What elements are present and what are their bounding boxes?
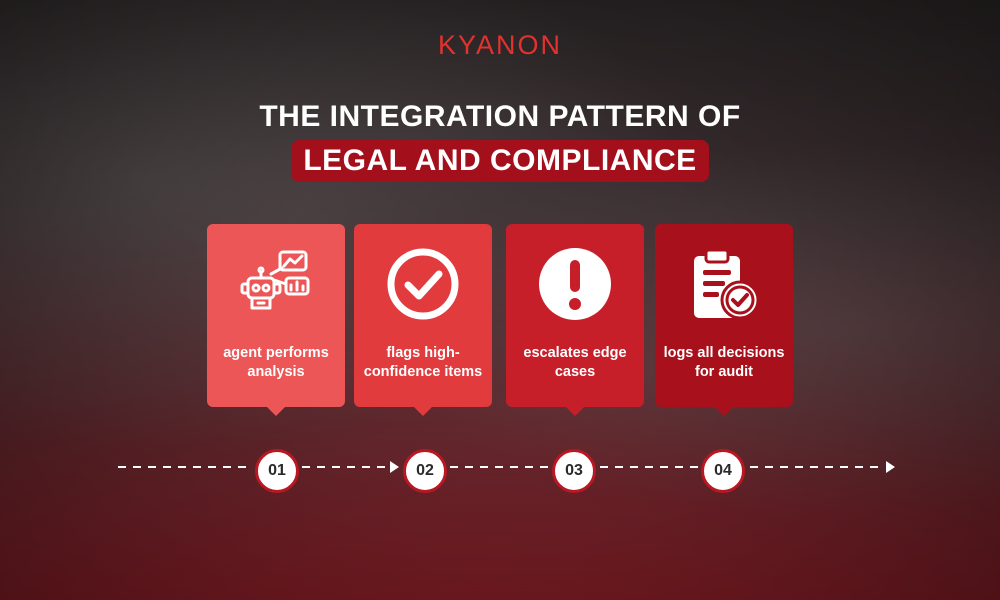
arrowhead-icon bbox=[390, 461, 399, 473]
clipboard-check-icon bbox=[694, 248, 760, 320]
step-number-2: 02 bbox=[403, 449, 447, 493]
card-pointer bbox=[266, 406, 286, 416]
step-label: escalates edge cases bbox=[523, 345, 627, 380]
step-card-4: logs all decisions for audit bbox=[655, 224, 793, 416]
step-number-4: 04 bbox=[701, 449, 745, 493]
title-line-2: LEGAL AND COMPLIANCE bbox=[291, 140, 709, 182]
card-pointer bbox=[565, 406, 585, 416]
step-number-1: 01 bbox=[255, 449, 299, 493]
step-number-3: 03 bbox=[552, 449, 596, 493]
card-pointer bbox=[413, 406, 433, 416]
timeline-connector bbox=[118, 461, 895, 473]
step-label: flags high-confidence items bbox=[363, 345, 483, 380]
robot-analytics-icon bbox=[240, 250, 310, 310]
card-pointer bbox=[714, 406, 734, 416]
title-line-1: THE INTEGRATION PATTERN OF bbox=[259, 100, 741, 133]
step-card-2: flags high-confidence items bbox=[354, 224, 492, 416]
step-label: logs all decisions for audit bbox=[663, 345, 785, 380]
step-card-3: escalates edge cases bbox=[506, 224, 644, 416]
arrowhead-icon bbox=[886, 461, 895, 473]
checkmark-circle-icon bbox=[387, 248, 459, 320]
brand-logo: KYANON bbox=[437, 30, 563, 60]
exclamation-circle-icon bbox=[539, 248, 611, 320]
step-card-1: agent performs analysis bbox=[207, 224, 345, 416]
step-label: agent performs analysis bbox=[223, 345, 329, 380]
